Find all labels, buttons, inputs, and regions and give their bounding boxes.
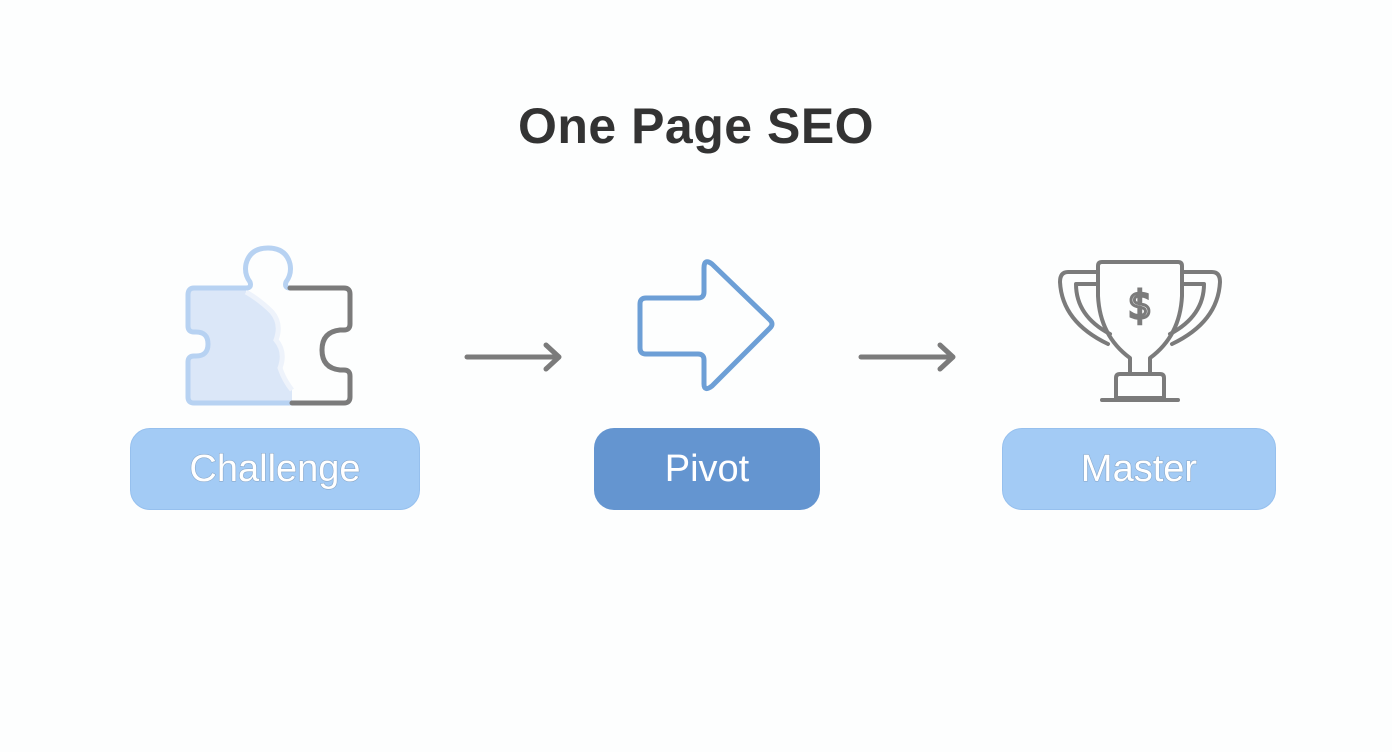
master-label-text: Master [1080,447,1198,490]
arrow-right-icon [856,340,962,379]
svg-text:$: $ [1128,283,1152,327]
right-arrow-icon [634,256,782,398]
step-label-master: Master [1002,428,1276,510]
diagram-title: One Page SEO [517,98,875,154]
puzzle-piece-icon [180,240,360,410]
step-label-challenge: Challenge [130,428,420,510]
pivot-label-text: Pivot [664,447,750,490]
step-label-pivot: Pivot [594,428,820,510]
trophy-dollar-icon: $ [1054,256,1226,406]
challenge-label-text: Challenge [189,447,361,490]
arrow-right-icon [462,340,568,379]
